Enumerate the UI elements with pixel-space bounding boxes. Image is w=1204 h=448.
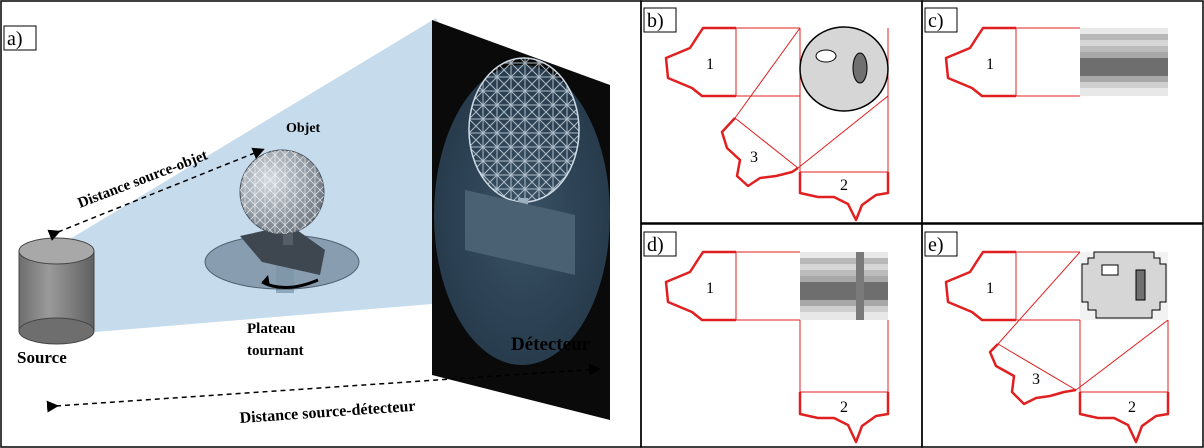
panel-a-label: a) (7, 28, 23, 50)
b-object (799, 26, 889, 112)
b-profile-3 (720, 117, 799, 188)
b-proj-3-label: 3 (750, 149, 758, 166)
panel-e-label: e) (928, 234, 944, 256)
turntable-label-2: tournant (247, 343, 304, 359)
detector-projected-sphere (468, 57, 580, 203)
panel-d-label-box (643, 231, 677, 257)
detector-projected-base (465, 190, 575, 275)
object-label: Objet (286, 121, 321, 136)
d-proj-2-label: 2 (840, 399, 848, 416)
b-proj-2-label: 2 (840, 177, 848, 194)
panel-d-label: d) (647, 234, 664, 256)
panel-d: d) 1 2 (640, 223, 923, 448)
d-backprojection (800, 252, 888, 320)
e-reconstruction (1080, 251, 1168, 320)
b-void (815, 49, 837, 63)
e-profile-3 (988, 343, 1077, 406)
e-profile-1 (944, 250, 1016, 322)
e-proj-3-label: 3 (1032, 371, 1040, 388)
turntable-label-1: Plateau (247, 321, 295, 337)
panel-b: b) 1 2 3 (640, 0, 923, 224)
d-profile-2 (798, 392, 890, 444)
distance-source-detector-label: Distance source-détecteur (239, 398, 416, 427)
panel-e-label-box (924, 231, 958, 257)
c-profile-1 (944, 26, 1016, 98)
panel-a-label-box (3, 25, 37, 51)
source-label: Source (17, 348, 67, 367)
panel-b-label: b) (647, 10, 664, 32)
detector-label: Détecteur (511, 334, 591, 355)
e-profile-2 (1078, 392, 1170, 444)
panel-c-frame (921, 0, 1204, 224)
d-proj-1-label: 1 (706, 280, 714, 297)
panel-e: e) 1 2 3 (921, 223, 1204, 448)
b-proj-1-label: 1 (706, 56, 714, 73)
panel-b-label-box (643, 7, 677, 33)
panel-c: c) 1 (921, 0, 1204, 224)
b-profile-2 (798, 172, 890, 222)
b-inclusion (852, 52, 868, 84)
panel-c-label: c) (928, 10, 944, 32)
distance-source-object-arrow (47, 147, 265, 241)
c-proj-1-label: 1 (986, 56, 994, 73)
lattice-sphere (239, 149, 325, 235)
source-cylinder (18, 237, 95, 345)
d-profile-1 (664, 250, 736, 322)
e-proj-2-label: 2 (1128, 399, 1136, 416)
c-backprojection (1080, 28, 1168, 96)
panel-b-frame (640, 0, 923, 224)
panel-c-label-box (924, 7, 958, 33)
e-proj-1-label: 1 (986, 280, 994, 297)
b-profile-1 (664, 26, 736, 98)
distance-source-detector-arrow (46, 363, 601, 413)
panel-e-frame (921, 223, 1204, 448)
panel-a: a) Objet (0, 0, 642, 448)
